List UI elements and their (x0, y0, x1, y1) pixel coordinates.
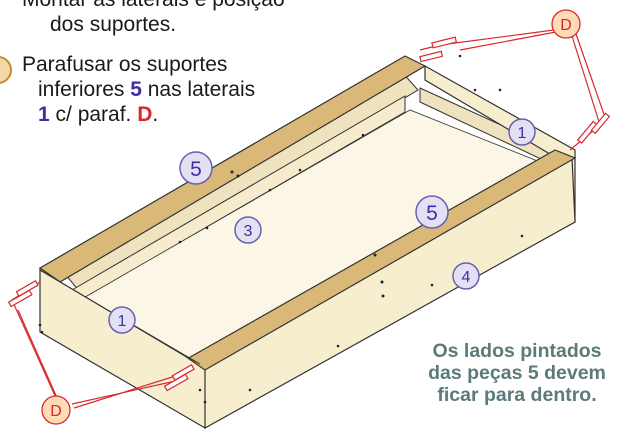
callout-screw-d-top: D (551, 9, 581, 39)
note-line-1: Os lados pintados (432, 340, 602, 362)
step-6-text-3: nas laterais (141, 78, 256, 101)
previous-step-text: Montar as laterais e posição dos suporte… (0, 0, 285, 37)
step-6-line-2: inferiores 5 nas laterais (0, 77, 255, 102)
note-line-3: ficar para dentro. (437, 384, 597, 406)
callout-label: 4 (462, 269, 471, 286)
callout-part-1-left: 1 (108, 306, 136, 334)
step-6-text-1: Parafusar os suportes (22, 53, 228, 76)
callout-screw-d-bottom: D (41, 395, 71, 425)
painted-side-note: Os lados pintados das peças 5 devem fica… (372, 340, 635, 406)
step-6-text-4: c/ paraf. (49, 103, 138, 126)
callout-label: 5 (190, 158, 202, 181)
callout-part-4: 4 (452, 262, 480, 290)
step-6-text-5: . (152, 103, 159, 126)
previous-step-line-2: dos suportes. (50, 13, 177, 36)
callout-part-1-right: 1 (508, 118, 536, 146)
screw-letter-d: D (137, 103, 153, 126)
callout-part-3: 3 (234, 216, 262, 244)
callout-part-5-right: 5 (415, 195, 449, 229)
callout-label: D (560, 17, 572, 34)
screw-icons (7, 36, 611, 392)
step-6-line-1: Parafusar os suportes (0, 52, 255, 84)
callout-label: 5 (426, 202, 438, 225)
note-line-2: das peças 5 devem (428, 362, 606, 384)
step-6-line-3: 1 c/ paraf. D. (0, 102, 255, 127)
part-number-1: 1 (38, 103, 50, 126)
part-1-left-panel-top (39, 269, 201, 365)
callout-label: D (50, 403, 62, 420)
callout-label: 1 (118, 313, 127, 330)
callout-label: 1 (518, 125, 527, 142)
part-number-5: 5 (130, 78, 142, 101)
previous-step-line-1: Montar as laterais e posição (0, 0, 285, 12)
step-6-text-2: inferiores (38, 78, 131, 101)
hole-marks (38, 54, 524, 404)
step-6-instruction: Parafusar os suportes inferiores 5 nas l… (0, 52, 255, 127)
callout-part-5-left: 5 (179, 151, 213, 185)
callout-label: 3 (244, 223, 253, 240)
